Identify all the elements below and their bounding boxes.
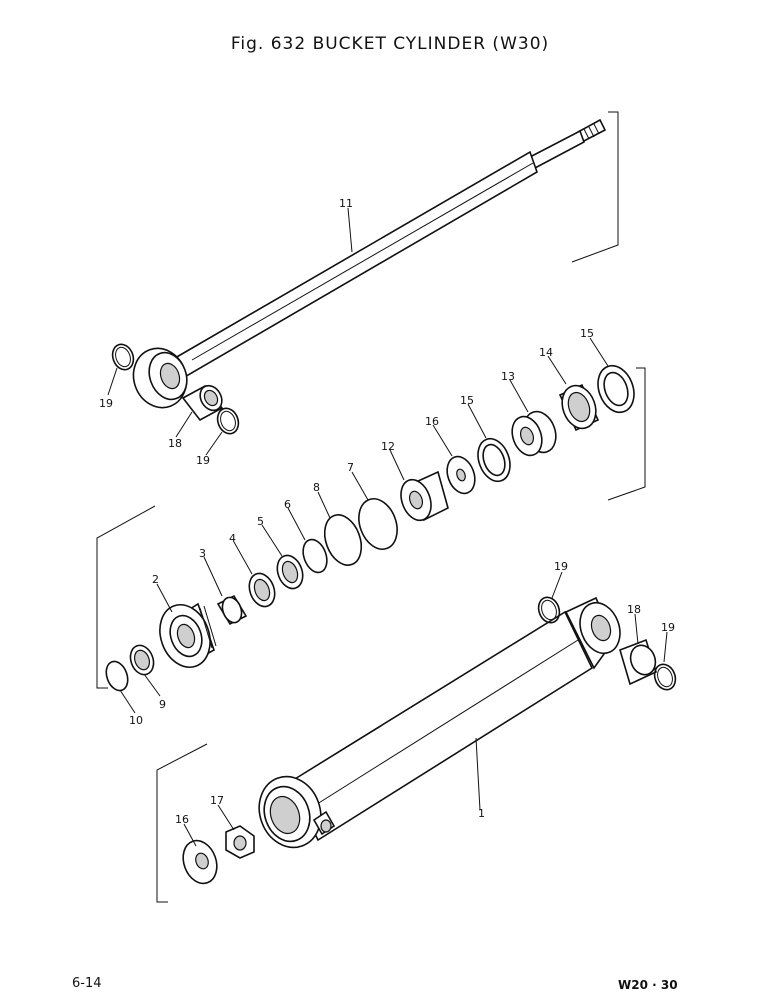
- callout-3: 3: [199, 547, 206, 560]
- snap-ring-19-rod-left: [111, 343, 135, 371]
- callout-6: 6: [284, 498, 291, 511]
- rod-eye-bushing-18: [181, 384, 224, 422]
- dust-seal-9: [129, 644, 155, 676]
- leader-lines: [107, 207, 668, 847]
- washer-16-bottom: [182, 839, 218, 885]
- callout-4: 4: [229, 532, 236, 545]
- callout-14: 14: [539, 346, 553, 359]
- callout-11: 11: [339, 197, 353, 210]
- callout-10: 10: [129, 714, 143, 727]
- snap-ring-19-tube-right: [653, 663, 677, 691]
- callout-1: 1: [478, 807, 485, 820]
- tube-bushing-18: [619, 638, 657, 686]
- nut-17: [225, 825, 255, 859]
- callout-5: 5: [257, 515, 264, 528]
- snap-ring-19-rod-right: [216, 407, 240, 435]
- callout-15: 15: [460, 394, 474, 407]
- callout-8: 8: [313, 481, 320, 494]
- callout-9: 9: [159, 698, 166, 711]
- piston-13: [511, 410, 557, 457]
- callout-16: 16: [175, 813, 189, 826]
- snap-ring-6: [302, 538, 328, 574]
- o-ring-7: [358, 498, 398, 550]
- model-code: W20 · 30: [618, 978, 678, 992]
- callout-2: 2: [152, 573, 159, 586]
- snap-ring-10: [105, 660, 129, 692]
- wear-ring-15-right: [597, 364, 635, 414]
- callout-13: 13: [501, 370, 515, 383]
- callout-19: 19: [99, 397, 113, 410]
- cylinder-tube: [258, 596, 621, 849]
- washer-16-mid: [446, 455, 476, 495]
- callout-18: 18: [168, 437, 182, 450]
- cushion-collar-12: [400, 470, 449, 522]
- buffer-ring-4: [248, 572, 276, 608]
- rod-seal-5: [276, 554, 304, 590]
- callout-17: 17: [210, 794, 224, 807]
- snap-ring-19-tube-top: [537, 596, 561, 624]
- piston-ring-14: [558, 383, 600, 432]
- page-number: 6-14: [72, 976, 102, 991]
- callout-19: 19: [554, 560, 568, 573]
- callout-19: 19: [661, 621, 675, 634]
- callout-15: 15: [580, 327, 594, 340]
- wear-ring-15-left: [477, 437, 511, 483]
- cylinder-head-2: [159, 602, 217, 668]
- piston-rod: [132, 118, 607, 409]
- callout-7: 7: [347, 461, 354, 474]
- figure-title: Fig. 632 BUCKET CYLINDER (W30): [230, 34, 550, 54]
- callout-18: 18: [627, 603, 641, 616]
- callout-16: 16: [425, 415, 439, 428]
- callout-19: 19: [196, 454, 210, 467]
- backup-ring-8: [323, 514, 363, 566]
- bushing-3: [216, 594, 248, 626]
- callout-labels: 11 19 18 19 15 14 13 15 16 12 7 8 6 5 4 …: [99, 197, 675, 826]
- callout-12: 12: [381, 440, 395, 453]
